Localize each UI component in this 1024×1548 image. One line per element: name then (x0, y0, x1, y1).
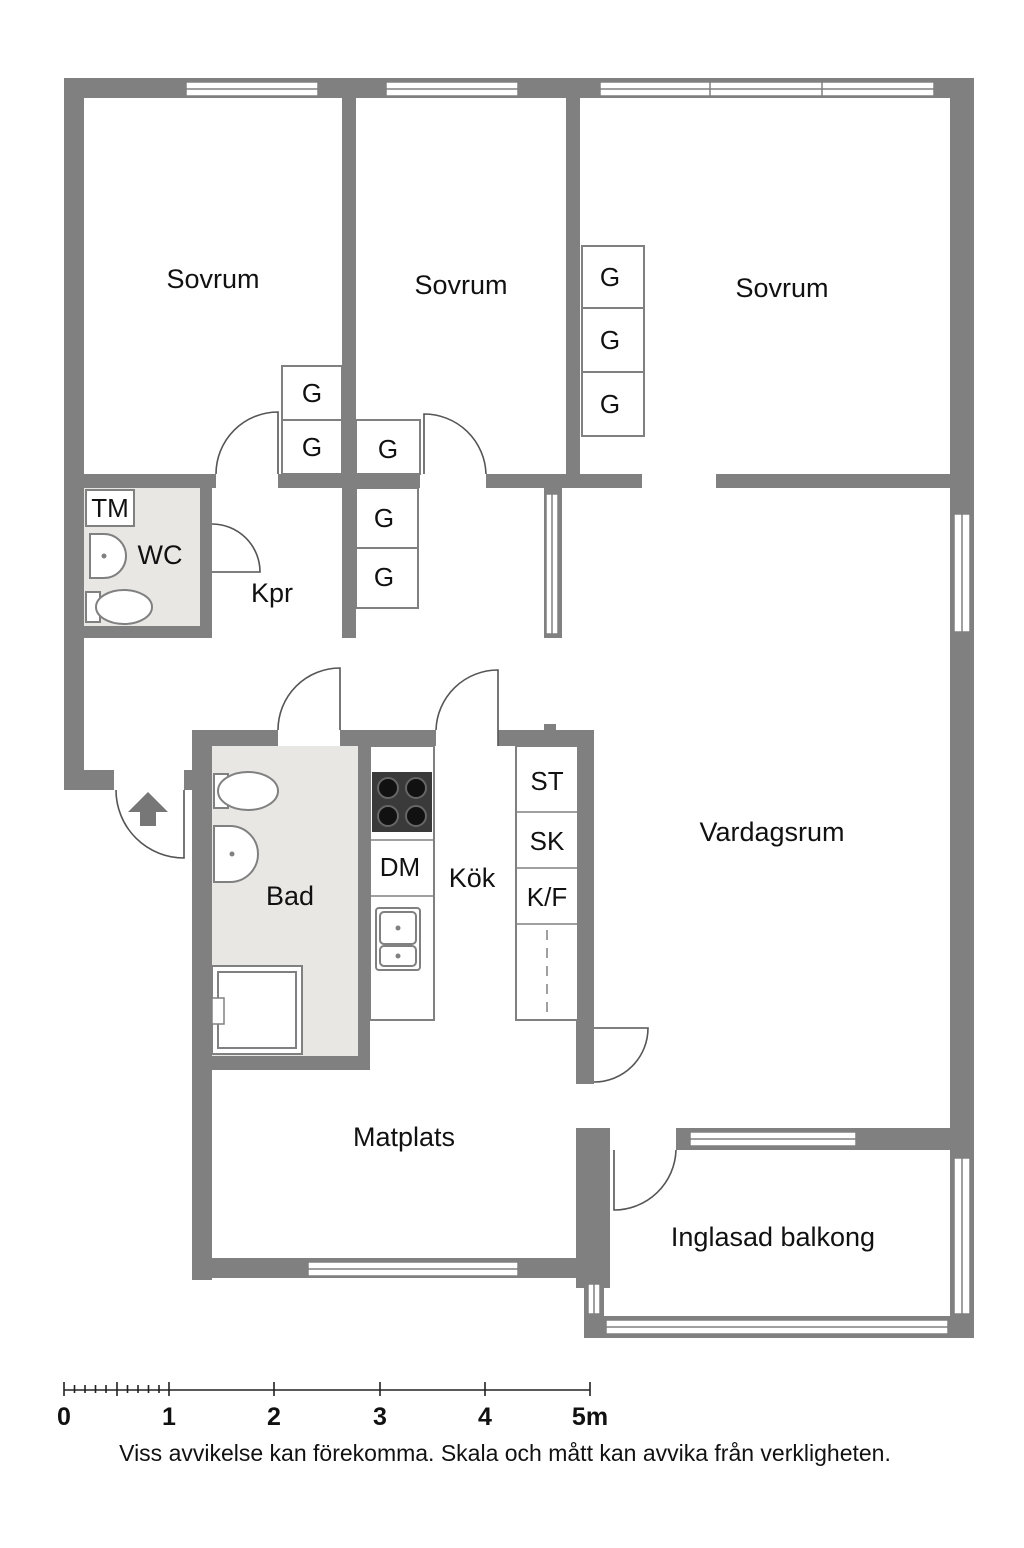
room-label-kitchen: Kök (449, 863, 496, 893)
stove-icon (372, 772, 432, 832)
wardrobe-label: G (374, 503, 394, 533)
broom-cabinet-label: SK (530, 826, 565, 856)
wardrobe-label: G (600, 389, 620, 419)
room-label-bedroom-1: Sovrum (166, 264, 259, 294)
scale-label: 5m (572, 1403, 608, 1431)
wardrobes (281, 245, 645, 609)
room-label-wc: WC (138, 540, 183, 570)
sink-icon (375, 907, 421, 971)
wardrobe-label: G (302, 378, 322, 408)
dishwasher-label: DM (380, 852, 420, 882)
scale-label: 1 (162, 1403, 176, 1431)
washbasin-icon (213, 825, 259, 883)
room-label-bedroom-3: Sovrum (735, 273, 828, 303)
kitchen-counter-left (369, 745, 435, 1021)
scale-label: 3 (373, 1403, 387, 1431)
wardrobe-label: G (374, 562, 394, 592)
fridge-freezer-label: K/F (527, 882, 567, 912)
windows (185, 81, 971, 1335)
shower-icon (211, 965, 303, 1055)
wardrobe-label: G (378, 434, 398, 464)
room-label-bathroom: Bad (266, 881, 314, 911)
wardrobe-label: G (302, 432, 322, 462)
wc-fixtures (85, 489, 153, 625)
tm-label: TM (91, 493, 129, 523)
room-label-dining: Matplats (353, 1122, 455, 1152)
scale-bar: 0 1 2 3 4 5m (57, 1382, 608, 1431)
scale-label: 4 (478, 1403, 492, 1431)
bathroom-fixtures (211, 771, 303, 1055)
room-label-balcony: Inglasad balkong (671, 1222, 875, 1252)
scale-label: 0 (57, 1403, 71, 1431)
wardrobe-labels: G G G G G G G G (302, 262, 620, 592)
kitchen-counter-right (515, 724, 579, 1021)
room-label-bedroom-2: Sovrum (414, 270, 507, 300)
room-label-closet: Kpr (251, 578, 293, 608)
room-labels: Sovrum Sovrum Sovrum WC Kpr Bad Kök Vard… (138, 264, 876, 1252)
disclaimer-text: Viss avvikelse kan förekomma. Skala och … (119, 1440, 891, 1466)
washbasin-icon (89, 533, 127, 579)
room-label-living-room: Vardagsrum (699, 817, 844, 847)
toilet-icon (85, 589, 153, 625)
wardrobe-label: G (600, 262, 620, 292)
wardrobe-label: G (600, 325, 620, 355)
tall-cabinet-label: ST (530, 766, 563, 796)
doors (115, 411, 677, 1211)
scale-label: 2 (267, 1403, 281, 1431)
toilet-icon (213, 771, 279, 811)
entrance-arrow-icon (128, 792, 168, 826)
